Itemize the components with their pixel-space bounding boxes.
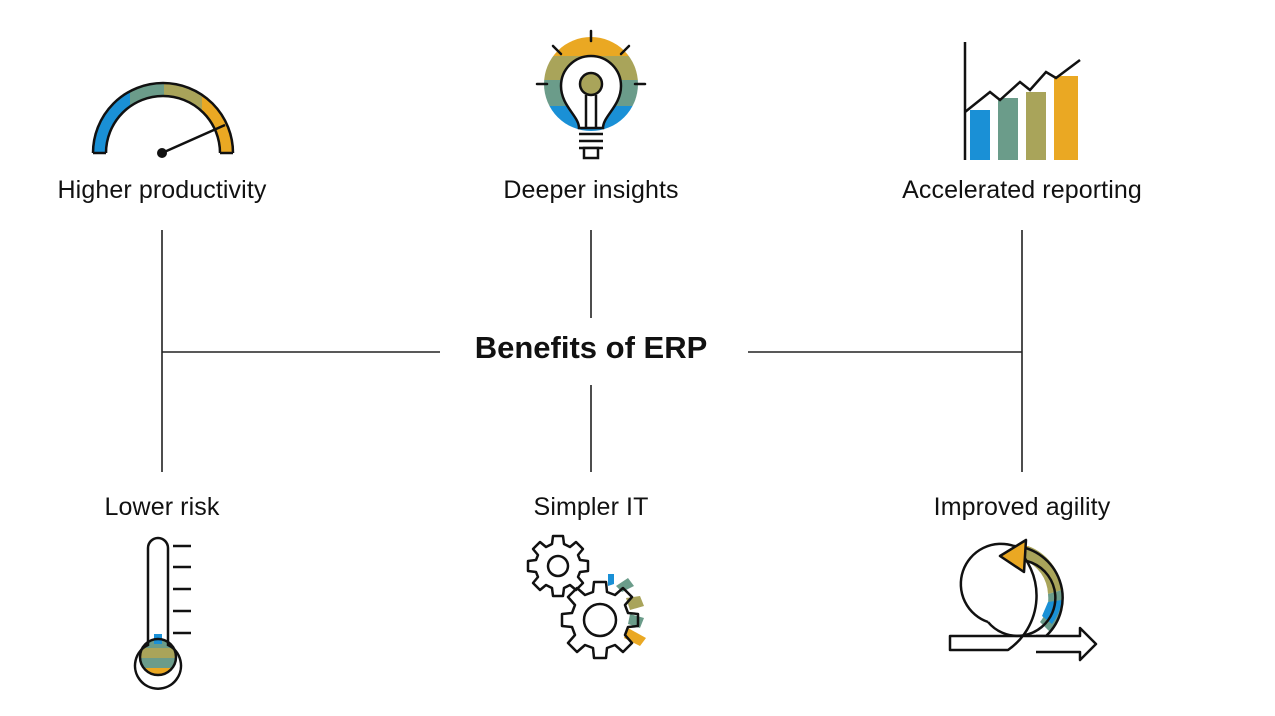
speedometer-icon: [91, 81, 235, 158]
diagram-title: Benefits of ERP: [474, 330, 708, 365]
benefit-label-lower-risk: Lower risk: [104, 493, 220, 521]
benefit-label-simpler-it: Simpler IT: [533, 493, 649, 521]
bar-chart-icon: [963, 42, 1081, 160]
lightbulb-icon: [535, 29, 647, 160]
benefit-label-improved-agility: Improved agility: [933, 493, 1111, 521]
benefit-label-deeper-insights: Deeper insights: [503, 176, 679, 204]
cycle-arrow-icon: [948, 538, 1098, 662]
thermometer-icon: [133, 536, 191, 690]
benefit-label-accelerated-reporting: Accelerated reporting: [902, 176, 1142, 204]
benefit-label-higher-productivity: Higher productivity: [57, 176, 267, 204]
gears-icon: [526, 534, 646, 660]
